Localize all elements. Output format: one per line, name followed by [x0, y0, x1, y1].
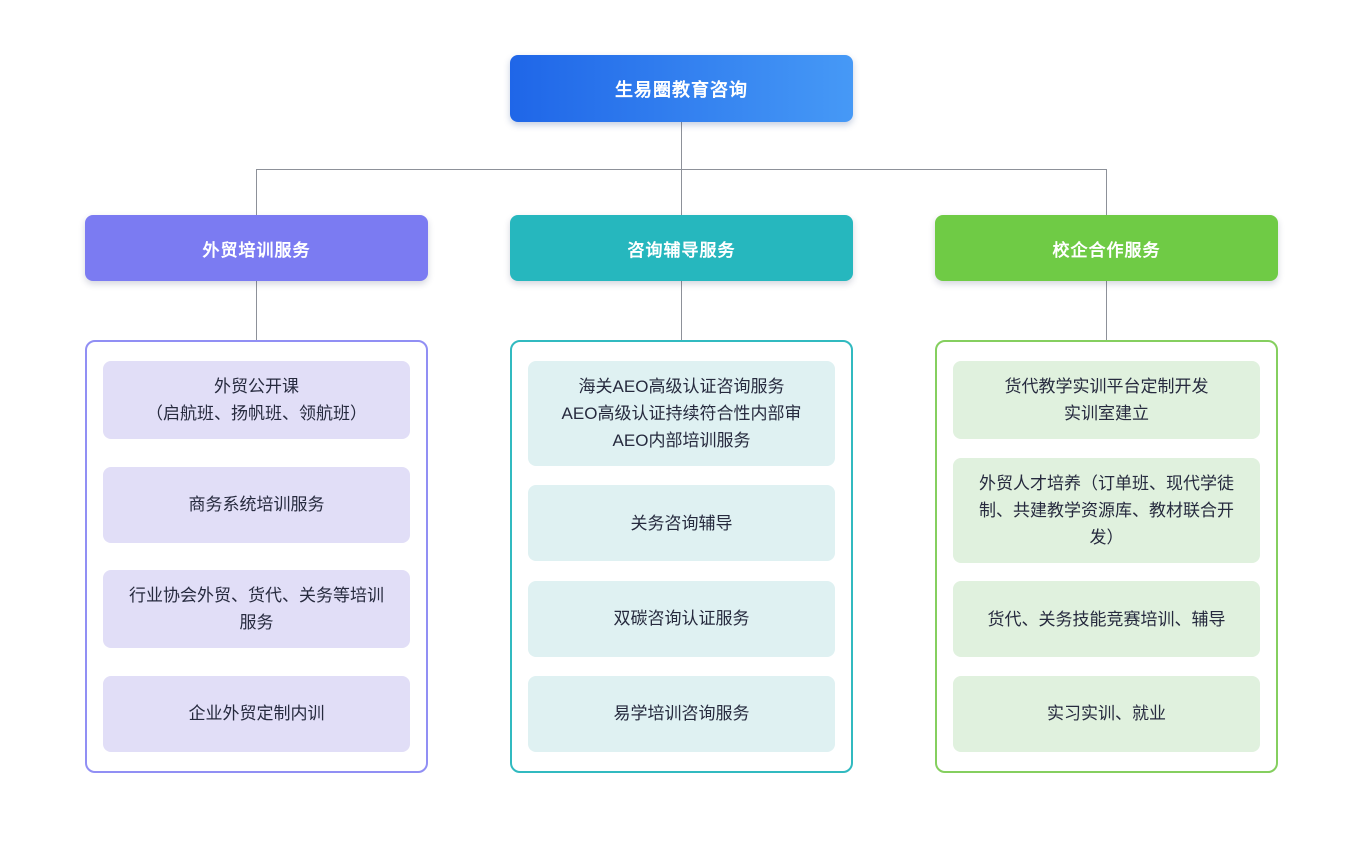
connector-drop-middle — [681, 169, 682, 215]
branch-school-enterprise: 校企合作服务 货代教学实训平台定制开发 实训室建立 外贸人才培养（订单班、现代学… — [935, 215, 1278, 773]
branch-consulting: 咨询辅导服务 海关AEO高级认证咨询服务 AEO高级认证持续符合性内部审 AEO… — [510, 215, 853, 773]
node-internship-employment: 实习实训、就业 — [953, 675, 1260, 752]
connector-root-down — [681, 122, 682, 169]
node-open-course: 外贸公开课 （启航班、扬帆班、领航班） — [103, 361, 410, 439]
node-label: 行业协会外贸、货代、关务等培训服务 — [129, 586, 384, 633]
branch-header-consulting: 咨询辅导服务 — [510, 215, 853, 281]
branch-header-label: 校企合作服务 — [1052, 240, 1161, 260]
branch-header-label: 外贸培训服务 — [202, 240, 311, 260]
node-business-system-training: 商务系统培训服务 — [103, 466, 410, 543]
connector-stem-right — [1106, 281, 1107, 340]
node-label: 易学培训咨询服务 — [613, 704, 750, 724]
node-training-platform: 货代教学实训平台定制开发 实训室建立 — [953, 361, 1260, 439]
node-association-training: 行业协会外贸、货代、关务等培训服务 — [103, 570, 410, 649]
branch-header-trade-training: 外贸培训服务 — [85, 215, 428, 281]
node-label: 货代、关务技能竞赛培训、辅导 — [987, 609, 1226, 629]
connector-stem-middle — [681, 281, 682, 340]
branch-trade-training: 外贸培训服务 外贸公开课 （启航班、扬帆班、领航班） 商务系统培训服务 行业协会… — [85, 215, 428, 773]
connector-drop-right — [1106, 169, 1107, 215]
branch-group-school-enterprise: 货代教学实训平台定制开发 实训室建立 外贸人才培养（订单班、现代学徒制、共建教学… — [935, 340, 1278, 773]
node-label: 外贸公开课 （启航班、扬帆班、领航班） — [146, 377, 367, 423]
node-dual-carbon: 双碳咨询认证服务 — [528, 580, 835, 657]
branch-header-school-enterprise: 校企合作服务 — [935, 215, 1278, 281]
branch-group-consulting: 海关AEO高级认证咨询服务 AEO高级认证持续符合性内部审 AEO内部培训服务 … — [510, 340, 853, 773]
node-skill-competition: 货代、关务技能竞赛培训、辅导 — [953, 581, 1260, 658]
node-label: 海关AEO高级认证咨询服务 AEO高级认证持续符合性内部审 AEO内部培训服务 — [561, 377, 802, 450]
node-aeo-certification: 海关AEO高级认证咨询服务 AEO高级认证持续符合性内部审 AEO内部培训服务 — [528, 361, 835, 466]
node-label: 货代教学实训平台定制开发 实训室建立 — [1004, 377, 1209, 423]
node-label: 实习实训、就业 — [1047, 704, 1166, 724]
node-label: 外贸人才培养（订单班、现代学徒制、共建教学资源库、教材联合开发） — [979, 473, 1234, 547]
root-node-label: 生易圈教育咨询 — [615, 79, 748, 100]
node-label: 企业外贸定制内训 — [188, 704, 325, 724]
branch-group-trade-training: 外贸公开课 （启航班、扬帆班、领航班） 商务系统培训服务 行业协会外贸、货代、关… — [85, 340, 428, 773]
connector-drop-left — [256, 169, 257, 215]
node-label: 商务系统培训服务 — [188, 495, 325, 515]
node-label: 关务咨询辅导 — [630, 513, 733, 533]
root-node: 生易圈教育咨询 — [510, 55, 853, 122]
node-label: 双碳咨询认证服务 — [613, 609, 750, 629]
node-customs-consulting: 关务咨询辅导 — [528, 485, 835, 562]
branch-header-label: 咨询辅导服务 — [627, 240, 736, 260]
node-enterprise-custom-training: 企业外贸定制内训 — [103, 675, 410, 752]
node-talent-cultivation: 外贸人才培养（订单班、现代学徒制、共建教学资源库、教材联合开发） — [953, 457, 1260, 563]
connector-stem-left — [256, 281, 257, 340]
node-yixue-training: 易学培训咨询服务 — [528, 675, 835, 752]
